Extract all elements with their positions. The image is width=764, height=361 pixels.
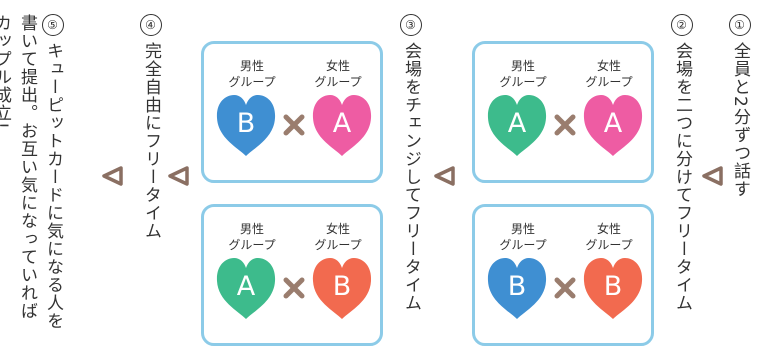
male-group-label: 男性 グループ (499, 222, 547, 252)
pairing-box-step3-bottom: 男性 グループ 女性 グループ A B (201, 204, 383, 346)
step-3: ③ 会場をチェンジしてフリータイム (398, 14, 450, 312)
male-group-heart-icon: B (213, 90, 279, 160)
times-icon (283, 114, 305, 136)
male-group-label: 男性 グループ (228, 59, 276, 89)
pairing-box-step2-top: 男性 グループ 女性 グループ A A (472, 41, 654, 183)
step-5: ⑤キューピットカードに気になる人を 書いて提出。お互い気になっていれば カップル… (0, 14, 92, 330)
female-group-label: 女性 グループ (585, 222, 633, 252)
step-2-number: ② (671, 14, 693, 36)
pairing-box-step3-top: 男性 グループ 女性 グループ B A (201, 41, 383, 183)
step-5-number: ⑤ (42, 14, 64, 36)
step-3-text: 会場をチェンジしてフリータイム (401, 42, 421, 312)
step-1-number: ① (729, 14, 751, 36)
female-group-label: 女性 グループ (314, 222, 362, 252)
male-group-heart-icon: B (484, 253, 550, 323)
arrow-left-icon (168, 166, 189, 186)
female-group-label: 女性 グループ (314, 59, 362, 89)
male-group-letter: A (237, 271, 256, 302)
male-group-heart-icon: A (213, 253, 279, 323)
male-group-heart-icon: A (484, 90, 550, 160)
times-icon (283, 277, 305, 299)
step-4: ④ 完全自由にフリータイム (138, 14, 190, 240)
female-group-heart-icon: B (580, 253, 646, 323)
female-group-label: 女性 グループ (585, 59, 633, 89)
female-group-letter: B (333, 271, 352, 302)
male-group-letter: A (508, 108, 527, 139)
step-1: ① 全員と2分ずつ話す (727, 14, 764, 198)
female-group-heart-icon: B (309, 253, 375, 323)
times-icon (554, 114, 576, 136)
step-4-text: 完全自由にフリータイム (141, 42, 161, 240)
female-group-letter: B (604, 271, 623, 302)
female-group-letter: A (333, 108, 352, 139)
male-group-letter: B (508, 271, 527, 302)
male-group-label: 男性 グループ (228, 222, 276, 252)
arrow-left-icon (702, 166, 723, 186)
male-group-label: 男性 グループ (499, 59, 547, 89)
step-1-text: 全員と2分ずつ話す (730, 42, 750, 198)
male-group-letter: B (237, 108, 256, 139)
step-2-text: 会場を二つに分けてフリータイム (672, 42, 692, 312)
step-4-number: ④ (140, 14, 162, 36)
female-group-heart-icon: A (309, 90, 375, 160)
step-2: ② 会場を二つに分けてフリータイム (669, 14, 721, 312)
arrow-left-icon (434, 166, 455, 186)
female-group-heart-icon: A (580, 90, 646, 160)
step-3-number: ③ (400, 14, 422, 36)
pairing-box-step2-bottom: 男性 グループ 女性 グループ B B (472, 204, 654, 346)
arrow-left-icon (102, 166, 123, 186)
times-icon (554, 277, 576, 299)
female-group-letter: A (604, 108, 623, 139)
step-5-text: キューピットカードに気になる人を 書いて提出。お互い気になっていれば カップル成… (0, 14, 63, 330)
